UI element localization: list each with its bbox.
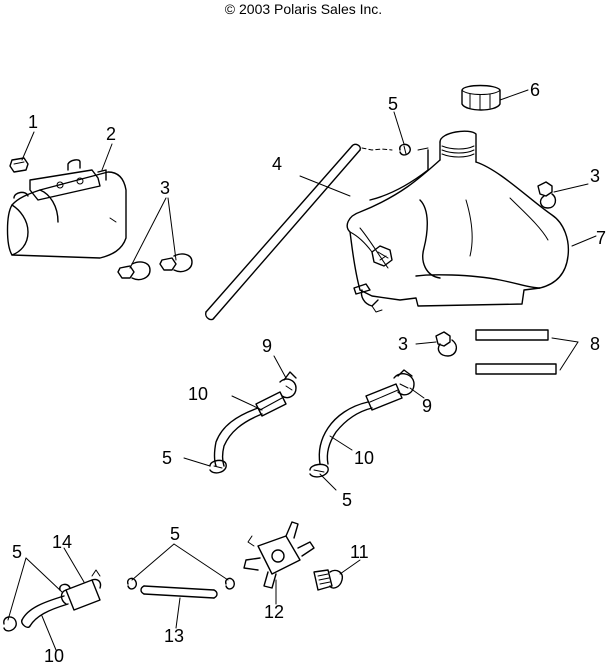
callout-3-right-lower: 3 <box>398 334 408 354</box>
part-5-clamp-bottom-left <box>3 583 71 632</box>
callout-3-right-top: 3 <box>590 166 600 186</box>
part-9-clamp-left <box>279 371 297 399</box>
callout-11: 11 <box>350 542 369 562</box>
part-5-clamp-top <box>399 143 411 156</box>
part-10-hose-right <box>318 383 403 465</box>
part-11-screw <box>313 569 344 591</box>
callout-9-right: 9 <box>422 396 432 416</box>
callout-8: 8 <box>590 334 600 354</box>
callout-5-right-hose: 5 <box>342 490 352 510</box>
part-3-bolt-left-b <box>159 253 193 273</box>
part-3-bolt-left-a <box>117 261 151 281</box>
callout-10-bottom: 10 <box>44 646 64 663</box>
copyright-text: © 2003 Polaris Sales Inc. <box>224 1 383 17</box>
leader-lines <box>7 89 597 651</box>
callout-2: 2 <box>106 124 116 144</box>
part-5-clamp-left-hose <box>209 459 227 474</box>
callout-12: 12 <box>264 602 284 622</box>
part-13-short-hose <box>140 585 218 599</box>
part-4-vent-hose <box>204 143 429 321</box>
part-5-clamp-hose-13-left <box>126 577 138 590</box>
callout-3-left: 3 <box>160 178 170 198</box>
part-7-fuel-tank <box>346 130 570 313</box>
callout-10-left: 10 <box>188 384 208 404</box>
callout-6: 6 <box>530 80 540 100</box>
callout-1: 1 <box>28 112 38 132</box>
part-12-fuel-valve <box>243 521 315 589</box>
callout-5-tank-top: 5 <box>388 94 398 114</box>
part-3-bolt-right-top <box>537 181 557 209</box>
callout-14: 14 <box>52 532 72 552</box>
part-1-cap <box>9 157 29 173</box>
part-8-decals <box>475 329 557 375</box>
part-10-hose-bottom <box>21 595 69 629</box>
callout-7: 7 <box>596 228 606 248</box>
callout-4: 4 <box>272 154 282 174</box>
part-6-tank-cap <box>461 84 501 111</box>
part-5-clamp-hose-13-right <box>224 577 236 590</box>
callout-5-hose-13: 5 <box>170 524 180 544</box>
part-3-bolt-right-lower <box>435 331 458 357</box>
part-9-clamp-right <box>393 369 415 396</box>
callout-5-bottom-left: 5 <box>12 542 22 562</box>
part-5-clamp-right-hose <box>309 463 329 478</box>
callout-10-right: 10 <box>354 448 374 468</box>
callout-13: 13 <box>164 626 184 646</box>
part-2-auxiliary-tank <box>6 159 127 259</box>
callout-9-left: 9 <box>262 336 272 356</box>
callout-5-left-hose: 5 <box>162 448 172 468</box>
part-10-hose-left <box>213 391 287 467</box>
